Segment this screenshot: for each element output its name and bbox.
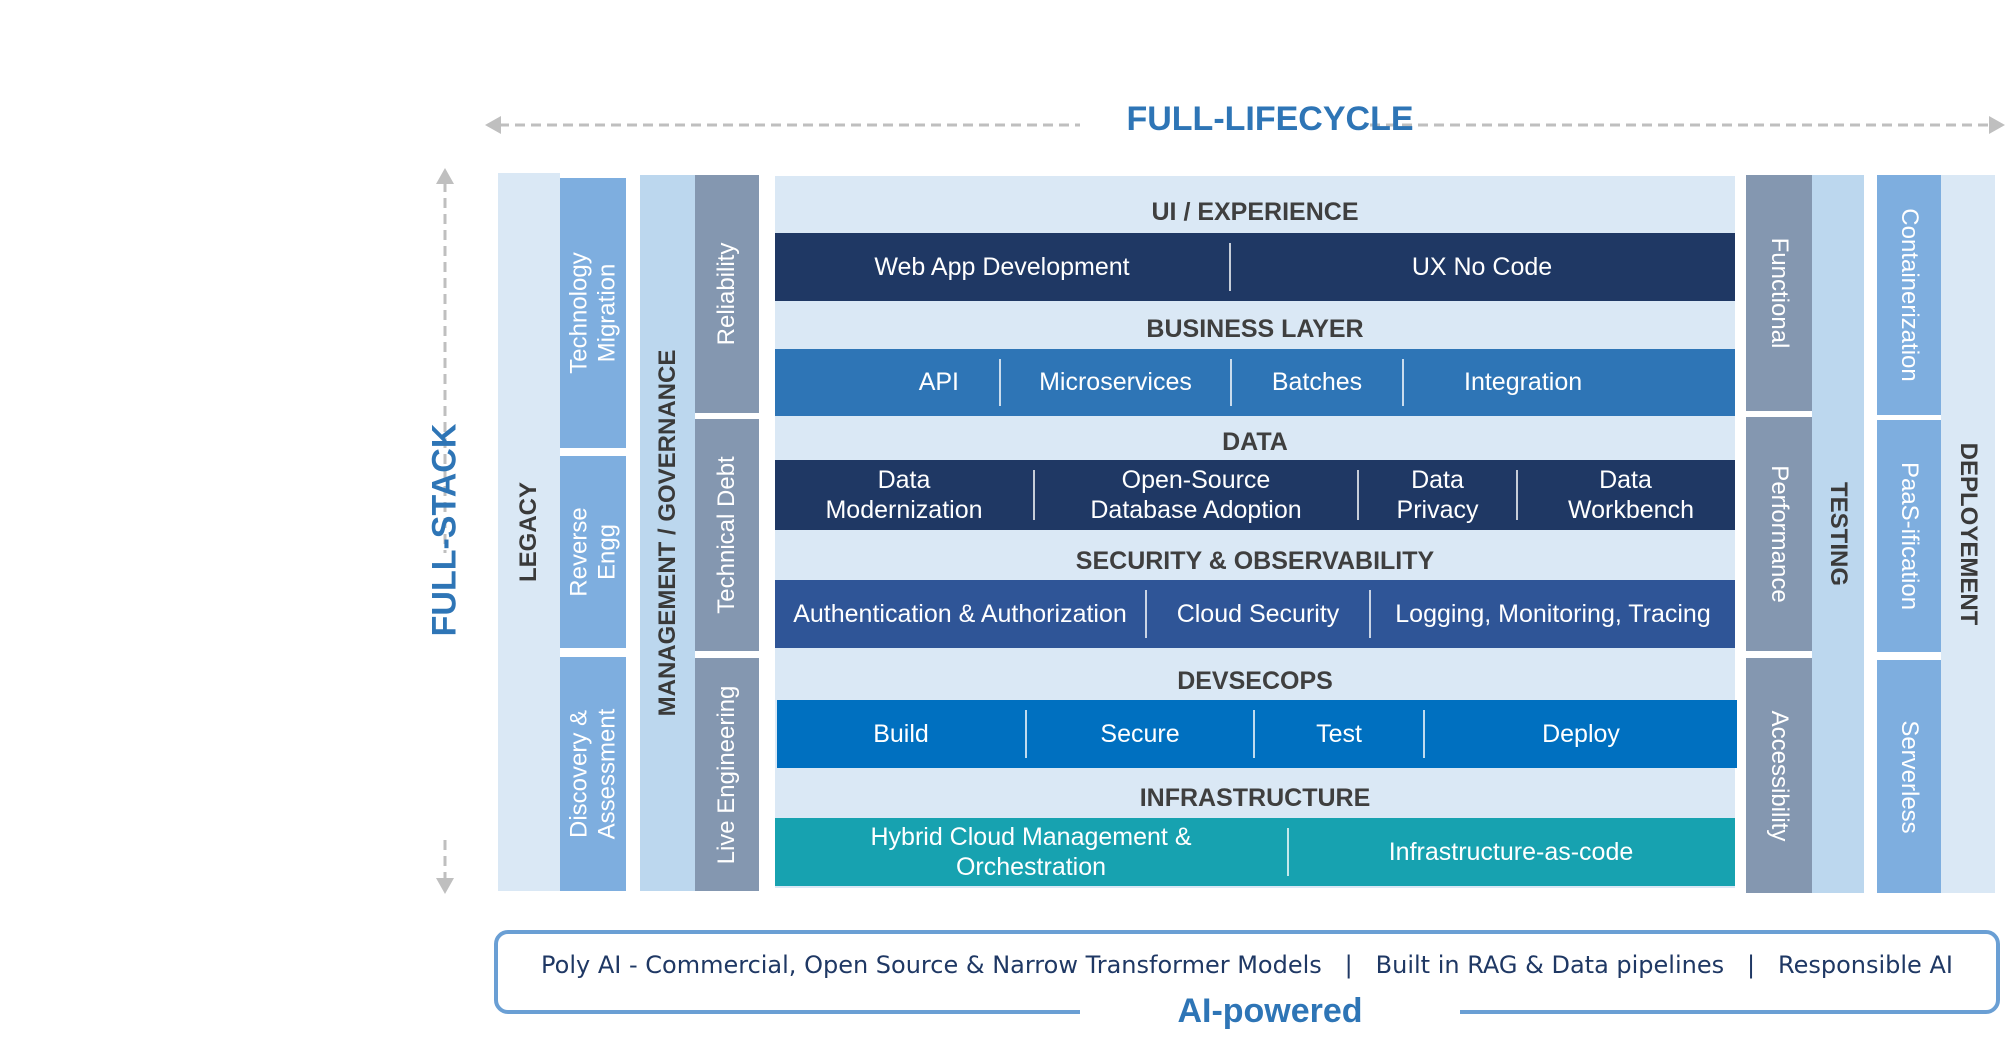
layer-title-business: BUSINESS LAYER bbox=[1146, 315, 1364, 343]
separator bbox=[1357, 470, 1359, 520]
separator bbox=[1369, 590, 1371, 638]
layer-title-data: DATA bbox=[1222, 428, 1288, 456]
deployment-column: DEPLOYEMENT bbox=[1941, 175, 1995, 893]
layer-band-devsecops: Build Secure Test Deploy bbox=[777, 700, 1737, 768]
layer-item: Authentication & Authorization bbox=[793, 599, 1127, 628]
full-stack-arrow bbox=[430, 168, 460, 894]
layer-item: API bbox=[918, 368, 959, 397]
deployment-item-serverless: Serverless bbox=[1877, 660, 1941, 893]
layer-item: Data Privacy bbox=[1396, 465, 1479, 525]
testing-label: TESTING bbox=[1824, 481, 1852, 587]
testing-item-accessibility: Accessibility bbox=[1746, 658, 1812, 893]
separator bbox=[1423, 710, 1425, 758]
deployment-item-paas-ification: PaaS-ification bbox=[1877, 420, 1941, 652]
full-stack-title: FULL-STACK bbox=[425, 423, 464, 637]
deployment-label: DEPLOYEMENT bbox=[1954, 442, 1982, 626]
testing-item-functional: Functional bbox=[1746, 175, 1812, 411]
deployment-item-label: Containerization bbox=[1895, 208, 1923, 382]
legacy-item-technology-migration: Technology Migration bbox=[560, 178, 626, 448]
separator bbox=[1229, 243, 1231, 291]
separator bbox=[999, 359, 1001, 406]
governance-item-reliability: Reliability bbox=[695, 175, 759, 413]
governance-item-technical-debt: Technical Debt bbox=[695, 419, 759, 651]
layer-item: Cloud Security bbox=[1176, 599, 1340, 628]
governance-item-label: Technical Debt bbox=[713, 456, 741, 614]
separator bbox=[1253, 710, 1255, 758]
stack-arrow-icon bbox=[436, 168, 454, 894]
full-lifecycle-arrow bbox=[485, 110, 2005, 140]
deployment-item-label: PaaS-ification bbox=[1895, 461, 1923, 611]
layer-item: Data Workbench bbox=[1568, 465, 1694, 525]
governance-item-live-engineering: Live Engineering bbox=[695, 658, 759, 891]
governance-label: MANAGEMENT / GOVERNANCE bbox=[653, 349, 681, 717]
layer-item: Infrastructure-as-code bbox=[1388, 837, 1634, 866]
layer-item: Web App Development bbox=[874, 252, 1130, 281]
layer-item: Test bbox=[1316, 719, 1362, 748]
layer-band-data: Data Modernization Open-Source Database … bbox=[775, 460, 1735, 530]
full-lifecycle-title: FULL-LIFECYCLE bbox=[1126, 100, 1414, 138]
separator bbox=[1025, 710, 1027, 758]
layer-band-security: Authentication & Authorization Cloud Sec… bbox=[775, 580, 1735, 648]
layer-title-security: SECURITY & OBSERVABILITY bbox=[1075, 547, 1435, 575]
layer-title-infra: INFRASTRUCTURE bbox=[1139, 784, 1371, 812]
layer-item: Open-Source Database Adoption bbox=[1090, 465, 1302, 525]
layer-item: Data Modernization bbox=[825, 465, 983, 525]
testing-item-label: Performance bbox=[1765, 465, 1793, 603]
testing-column: TESTING bbox=[1812, 175, 1864, 893]
layer-item: UX No Code bbox=[1411, 252, 1553, 281]
ai-powered-line: Poly AI - Commercial, Open Source & Narr… bbox=[541, 951, 1953, 979]
legacy-item-label: Reverse Engg bbox=[565, 507, 620, 597]
separator bbox=[1145, 590, 1147, 638]
separator bbox=[1402, 359, 1404, 406]
testing-item-label: Functional bbox=[1765, 237, 1793, 349]
legacy-column: LEGACY bbox=[498, 173, 560, 891]
governance-column: MANAGEMENT / GOVERNANCE bbox=[640, 175, 695, 891]
layer-title-ui: UI / EXPERIENCE bbox=[1151, 198, 1359, 226]
separator bbox=[1033, 470, 1035, 520]
legacy-item-discovery-assessment: Discovery & Assessment bbox=[560, 657, 626, 891]
governance-item-label: Reliability bbox=[713, 242, 741, 346]
testing-item-performance: Performance bbox=[1746, 417, 1812, 651]
layer-band-ui: Web App Development UX No Code bbox=[775, 233, 1735, 301]
legacy-item-label: Technology Migration bbox=[565, 252, 620, 374]
separator bbox=[1287, 828, 1289, 876]
layer-item: Batches bbox=[1271, 368, 1363, 397]
layer-band-business: API Microservices Batches Integration bbox=[775, 349, 1735, 416]
legacy-item-reverse-engg: Reverse Engg bbox=[560, 456, 626, 648]
separator bbox=[1516, 470, 1518, 520]
full-stack-label-box: FULL-STACK bbox=[410, 390, 480, 670]
layer-item: Deploy bbox=[1542, 719, 1620, 748]
governance-item-label: Live Engineering bbox=[713, 685, 741, 864]
testing-item-label: Accessibility bbox=[1765, 710, 1793, 841]
lifecycle-arrow-icon bbox=[485, 116, 2005, 134]
layer-title-devsecops: DEVSECOPS bbox=[1177, 667, 1333, 695]
ai-powered-title: AI-powered bbox=[1080, 988, 1460, 1034]
layer-item: Secure bbox=[1100, 719, 1180, 748]
layer-item: Logging, Monitoring, Tracing bbox=[1395, 599, 1711, 628]
layer-item: Integration bbox=[1464, 368, 1583, 397]
layer-item: Build bbox=[873, 719, 929, 748]
deployment-item-containerization: Containerization bbox=[1877, 175, 1941, 415]
layer-item: Microservices bbox=[1039, 368, 1192, 397]
legacy-label: LEGACY bbox=[515, 481, 543, 583]
legacy-item-label: Discovery & Assessment bbox=[565, 708, 620, 840]
separator bbox=[1230, 359, 1232, 406]
layer-item: Hybrid Cloud Management & Orchestration bbox=[870, 822, 1192, 882]
layer-band-infra: Hybrid Cloud Management & Orchestration … bbox=[775, 818, 1735, 886]
deployment-item-label: Serverless bbox=[1895, 719, 1923, 834]
